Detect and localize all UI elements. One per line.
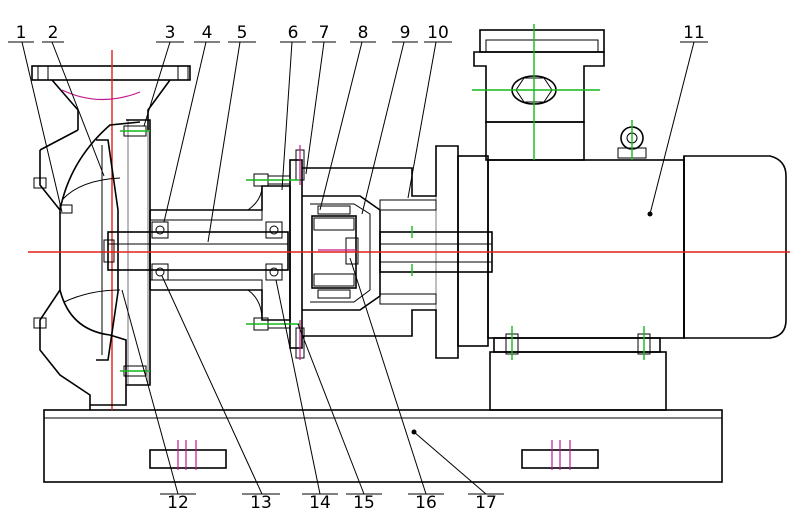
leader-dot-17 bbox=[411, 429, 417, 435]
callout-7: 7 bbox=[319, 23, 330, 43]
callout-1: 1 bbox=[16, 23, 27, 43]
motor bbox=[457, 24, 787, 411]
callout-17: 17 bbox=[475, 493, 497, 513]
base-plate bbox=[43, 409, 723, 483]
callout-14: 14 bbox=[309, 493, 331, 513]
callout-5: 5 bbox=[237, 23, 248, 43]
callout-13: 13 bbox=[250, 493, 272, 513]
callout-8: 8 bbox=[358, 23, 369, 43]
pump-casing bbox=[31, 50, 191, 410]
callout-3: 3 bbox=[165, 23, 176, 43]
callout-9: 9 bbox=[400, 23, 411, 43]
callout-6: 6 bbox=[288, 23, 299, 43]
bearing-housing bbox=[103, 185, 291, 321]
callout-12: 12 bbox=[167, 493, 189, 513]
callout-11: 11 bbox=[683, 23, 705, 43]
callout-2: 2 bbox=[48, 23, 59, 43]
leader-dot-11 bbox=[647, 211, 653, 217]
callout-15: 15 bbox=[353, 493, 375, 513]
callout-4: 4 bbox=[202, 23, 213, 43]
callout-10: 10 bbox=[427, 23, 449, 43]
callout-16: 16 bbox=[415, 493, 437, 513]
callouts-bottom: 12 13 14 15 16 17 bbox=[121, 257, 504, 513]
callouts-top: 1 2 3 4 5 6 7 8 9 10 11 bbox=[8, 23, 708, 243]
